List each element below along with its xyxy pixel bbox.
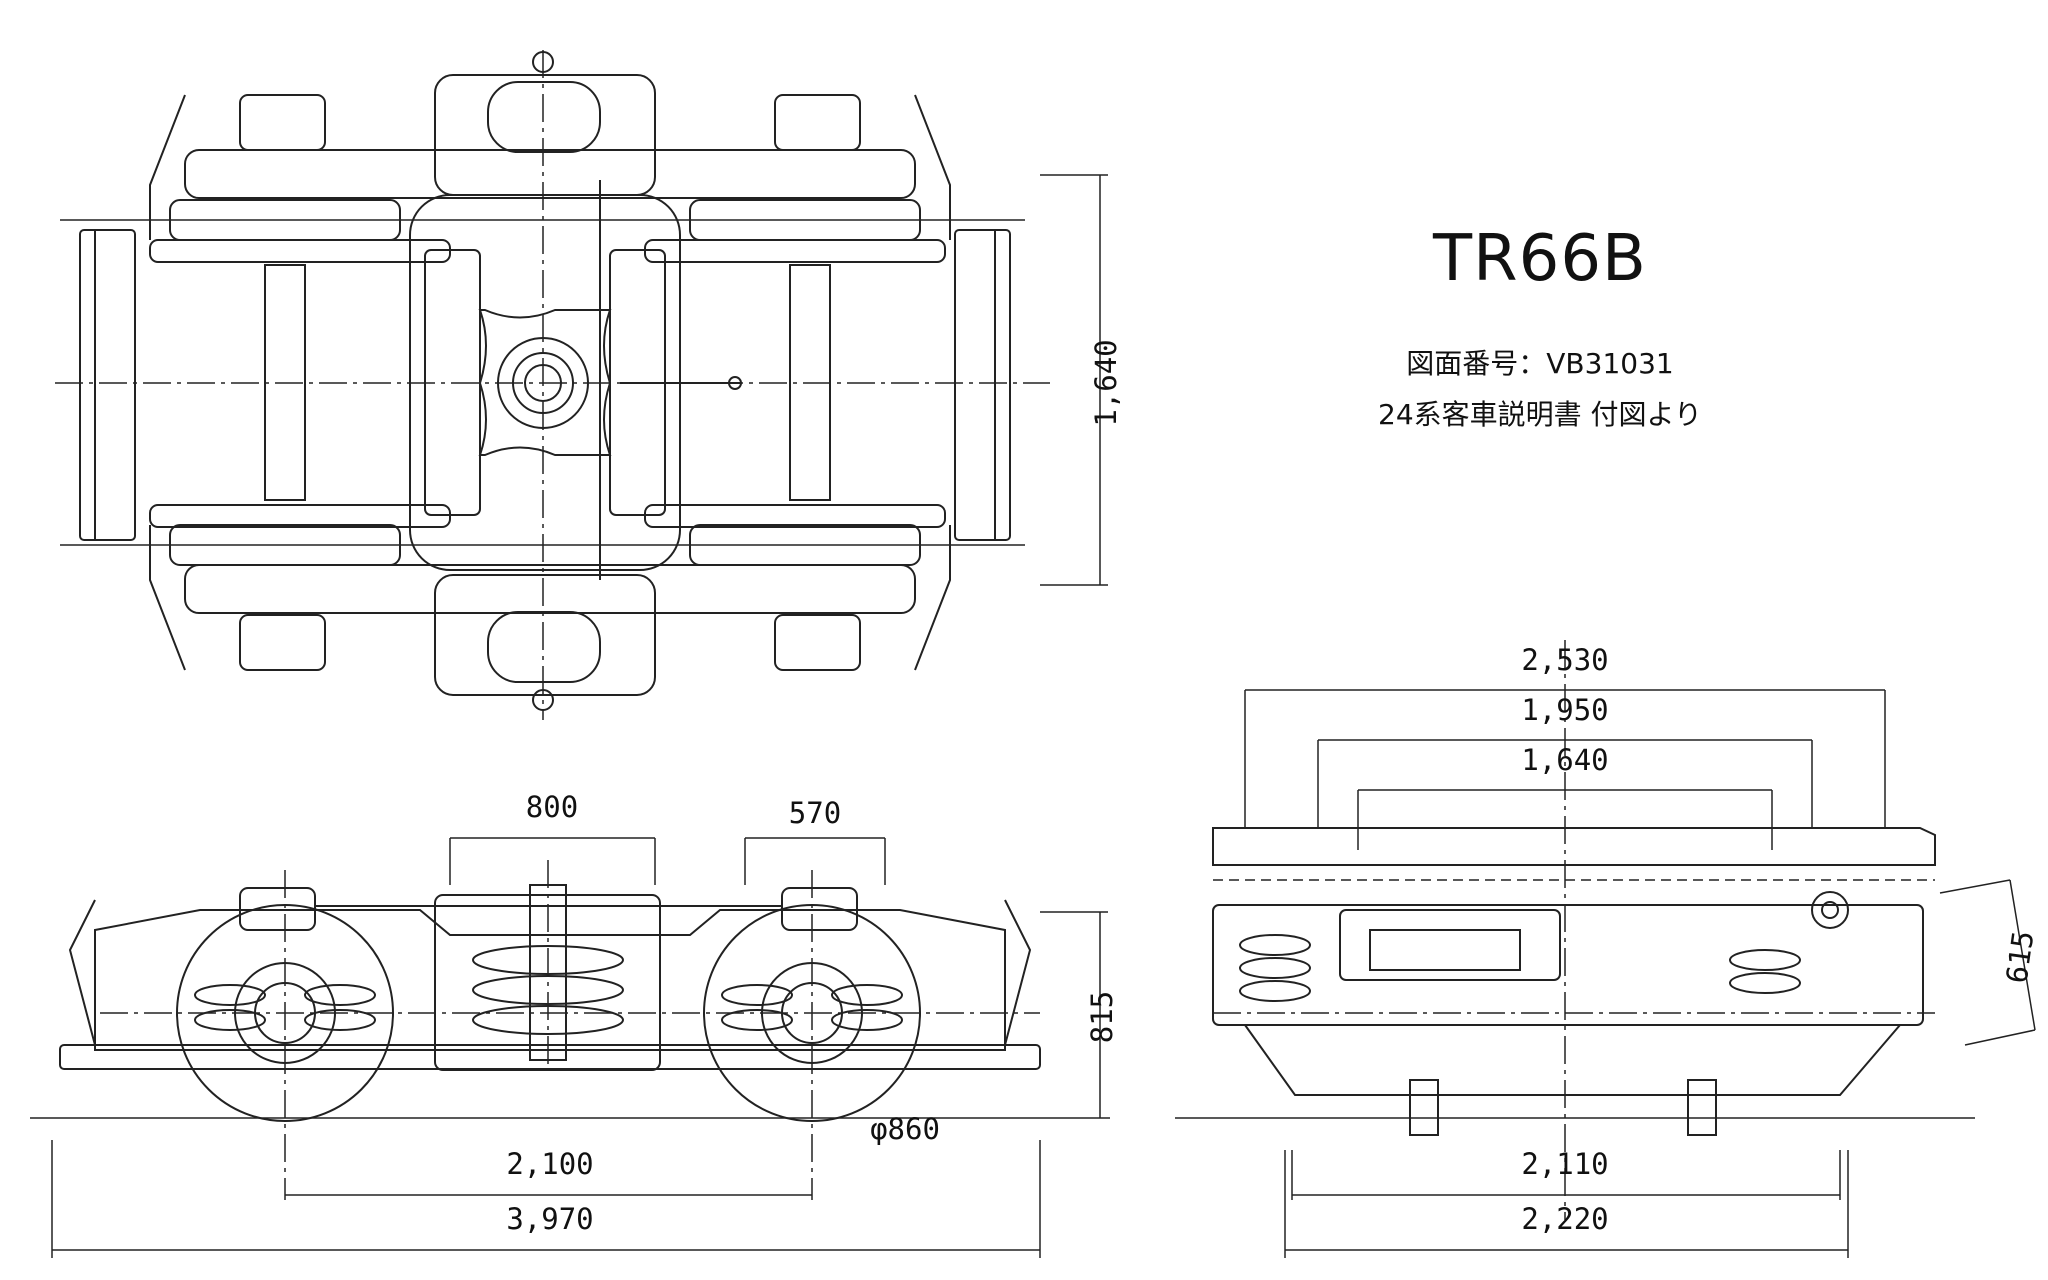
drawing-number: 図面番号：VB31031 xyxy=(1406,347,1674,380)
dim-wheelbase: 2,100 xyxy=(506,1147,594,1181)
side-dims xyxy=(51,837,1108,1258)
side-view xyxy=(30,860,1110,1200)
plan-view xyxy=(55,50,1050,720)
drawing-title: TR66B xyxy=(1433,222,1647,296)
dim-end-1950: 1,950 xyxy=(1521,693,1609,727)
dim-top-width: 1,640 xyxy=(1089,339,1123,427)
dim-side-spring: 570 xyxy=(788,796,842,830)
dim-end-2110: 2,110 xyxy=(1521,1147,1609,1181)
end-view xyxy=(1175,640,1975,1220)
dim-side-height: 815 xyxy=(1085,990,1119,1044)
dim-overall-length: 3,970 xyxy=(506,1202,594,1236)
source-note: 24系客車説明書 付図より xyxy=(1378,398,1702,431)
dim-end-2220: 2,220 xyxy=(1521,1202,1609,1236)
dim-end-2530: 2,530 xyxy=(1521,643,1609,677)
dim-side-truck-center: 800 xyxy=(525,790,579,824)
end-dims xyxy=(1244,689,2036,1258)
dim-wheel-diameter: φ860 xyxy=(870,1112,940,1146)
plan-dim-1640 xyxy=(1040,174,1108,586)
dim-end-1640: 1,640 xyxy=(1521,743,1609,777)
